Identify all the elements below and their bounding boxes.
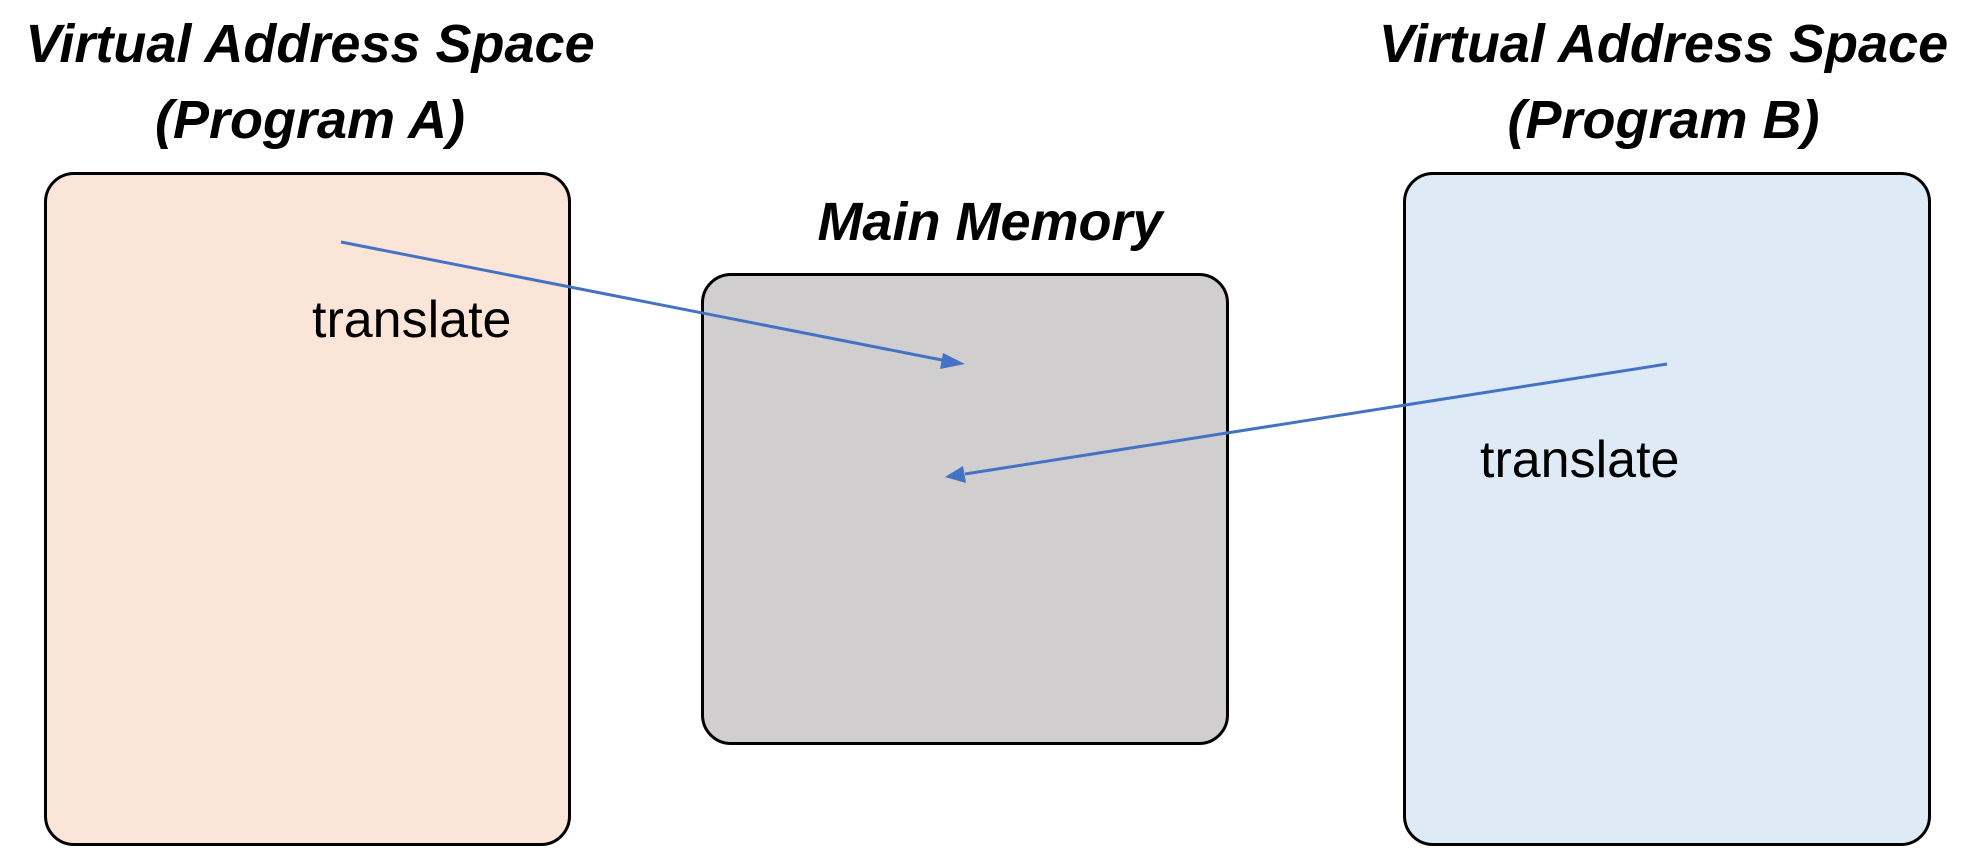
program-b-title-line1: Virtual Address Space: [1378, 14, 1949, 74]
program-a-address-space-box: [44, 172, 571, 846]
program-a-title-line2: (Program A): [154, 90, 466, 150]
program-b-title-line2: (Program B): [1507, 90, 1820, 150]
main-memory-title: Main Memory: [817, 192, 1163, 252]
program-a-title-line1: Virtual Address Space: [25, 14, 595, 74]
program-b-title: Virtual Address Space (Program B): [1360, 6, 1967, 158]
program-a-title: Virtual Address Space (Program A): [0, 6, 620, 158]
main-memory-box: [701, 273, 1229, 745]
program-a-translate-label: translate: [312, 291, 512, 349]
program-b-address-space-box: [1403, 172, 1931, 846]
program-b-translate-label: translate: [1480, 431, 1680, 489]
